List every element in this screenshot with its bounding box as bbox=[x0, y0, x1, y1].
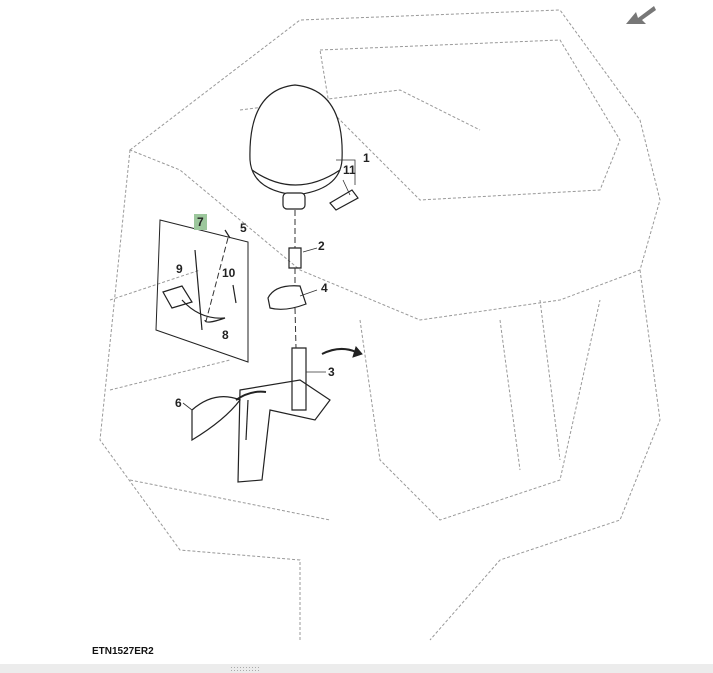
card-7 bbox=[155, 219, 249, 363]
callout-8[interactable]: 8 bbox=[222, 328, 229, 342]
callout-3[interactable]: 3 bbox=[328, 365, 335, 379]
figure-id: ETN1527ER2 bbox=[92, 646, 154, 657]
bracket-4 bbox=[267, 285, 307, 310]
connector-11 bbox=[329, 189, 359, 211]
motion-arrows bbox=[235, 345, 363, 401]
callout-4[interactable]: 4 bbox=[321, 281, 328, 295]
arrow-back-icon[interactable] bbox=[622, 2, 658, 28]
switch-9 bbox=[162, 285, 193, 309]
leader-lines bbox=[182, 159, 356, 411]
bottom-scrollbar[interactable] bbox=[0, 664, 713, 673]
pole-3 bbox=[291, 347, 307, 411]
callout-9[interactable]: 9 bbox=[176, 262, 183, 276]
resize-grip-icon[interactable] bbox=[230, 666, 260, 671]
callout-10[interactable]: 10 bbox=[222, 266, 236, 280]
callout-5[interactable]: 5 bbox=[240, 221, 247, 235]
beacon-dome bbox=[249, 84, 343, 196]
callout-1[interactable]: 1 bbox=[363, 151, 370, 165]
callout-6[interactable]: 6 bbox=[175, 396, 182, 410]
parts bbox=[155, 84, 359, 483]
cable-tie-6 bbox=[191, 396, 241, 442]
callout-7-highlighted[interactable]: 7 bbox=[194, 214, 207, 230]
callout-11[interactable]: 11 bbox=[343, 163, 356, 177]
adapter-2 bbox=[288, 247, 302, 269]
cab-outline bbox=[99, 9, 661, 641]
callout-2[interactable]: 2 bbox=[318, 239, 325, 253]
assembly-lines bbox=[204, 210, 297, 349]
